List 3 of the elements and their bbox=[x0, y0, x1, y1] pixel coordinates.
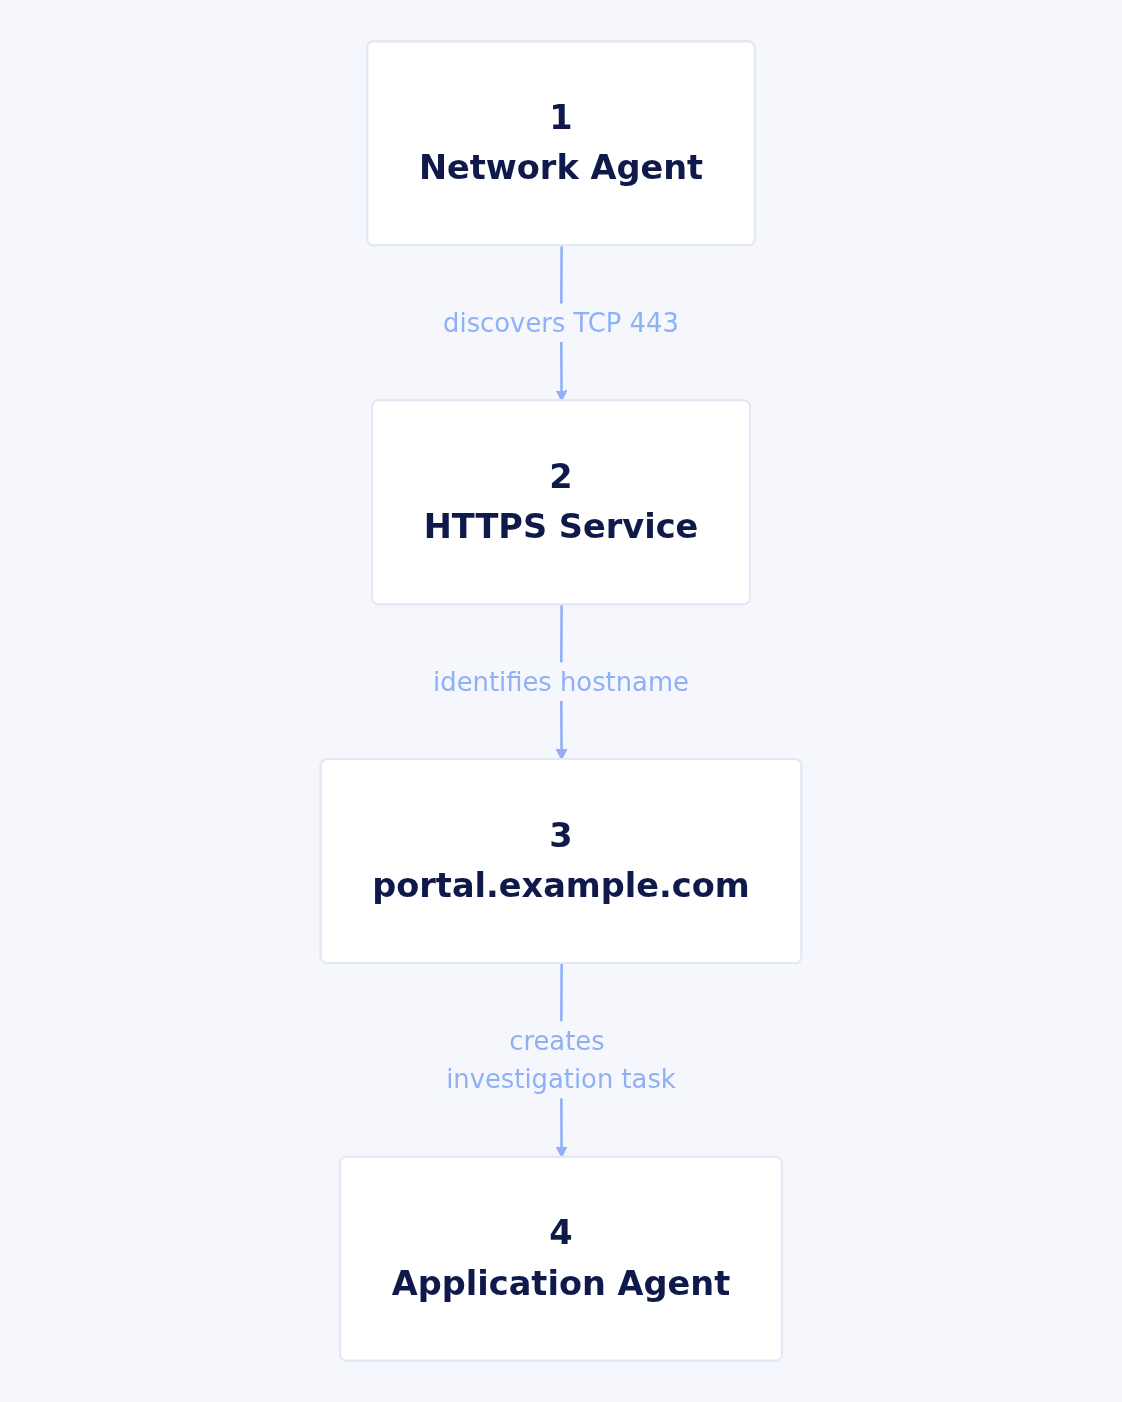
edge-label: identifies hostname bbox=[433, 666, 689, 698]
edge-label: creates investigation task bbox=[446, 1025, 676, 1095]
edge-label: discovers TCP 443 bbox=[443, 307, 679, 339]
